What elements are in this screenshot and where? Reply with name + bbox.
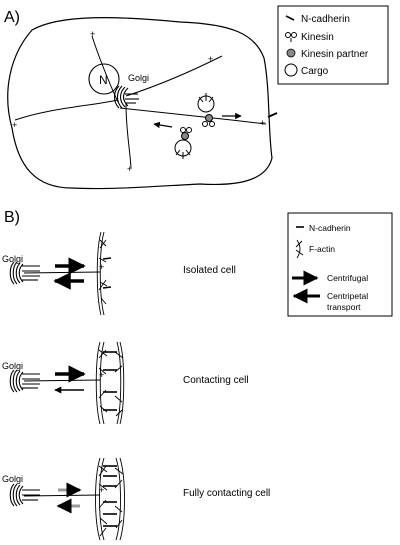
cell-edge-f-actin [95, 341, 125, 425]
cell-edge-f-actin [95, 457, 125, 541]
cell-outline [7, 17, 273, 190]
cell-state-label: Contacting cell [183, 375, 249, 386]
row-contacting-cell: Golgi + Contacting cell [2, 341, 249, 425]
plus-end: + [99, 262, 104, 272]
legend-b-label: Centrifugal [327, 273, 368, 283]
plus-end: + [99, 370, 104, 380]
panel-b-label: B) [4, 209, 20, 226]
golgi-stack [9, 261, 40, 285]
legend-b-label: Centripetal [327, 291, 368, 301]
microtubule [23, 379, 101, 382]
legend-a-label: Cargo [301, 66, 329, 77]
nucleus [88, 63, 120, 95]
kinesin-cargo-complex [197, 93, 215, 127]
legend-b-label: N-cadherin [309, 223, 351, 233]
golgi-label: Golgi [2, 254, 23, 264]
microtubule [23, 494, 101, 497]
n-cadherin-icon [285, 15, 295, 21]
plus-end: + [260, 118, 265, 128]
plus-end: + [99, 485, 104, 495]
cell-edge-f-actin [96, 231, 112, 316]
cell-state-label: Isolated cell [183, 265, 236, 276]
microtubule [23, 271, 101, 274]
cell-state-label: Fully contacting cell [183, 488, 270, 499]
row-fully-contacting-cell: Golgi + Fully contacting cell [2, 457, 270, 541]
golgi-label: Golgi [2, 361, 23, 371]
golgi-label: Golgi [2, 474, 23, 484]
legend-a-label: Kinesin partner [301, 49, 369, 60]
f-actin-icon [295, 239, 304, 259]
golgi-stack [9, 369, 40, 393]
legend-panel-b: N-cadherin F-actin Centrifugal Centripet… [287, 212, 393, 317]
plus-end: + [90, 29, 95, 39]
microtubules [14, 35, 267, 169]
n-cadherin-marker [267, 112, 278, 118]
kinesin-cargo-complex [174, 127, 192, 159]
legend-b-label: F-actin [309, 244, 335, 254]
plus-end: + [208, 54, 213, 64]
centripetal-transport-arrow [153, 121, 173, 129]
legend-a-label: Kinesin [301, 32, 334, 43]
golgi-stack [9, 483, 40, 507]
legend-panel-a: N-cadherin Kinesin Kinesin partner Cargo [277, 5, 389, 85]
legend-b-label: transport [327, 302, 361, 312]
golgi-label-a: Golgi [128, 73, 149, 83]
plus-end: + [12, 120, 17, 130]
plus-end: + [127, 164, 132, 174]
kinesin-partner-icon [286, 48, 296, 58]
legend-a-label: N-cadherin [301, 14, 350, 25]
nucleus-label: N [99, 73, 108, 87]
cargo-icon [284, 63, 298, 77]
golgi-stack [113, 85, 139, 109]
panel-a-label: A) [4, 9, 20, 26]
row-isolated-cell: Golgi + Isolated cell [2, 231, 236, 316]
kinesin-icon [285, 32, 297, 42]
